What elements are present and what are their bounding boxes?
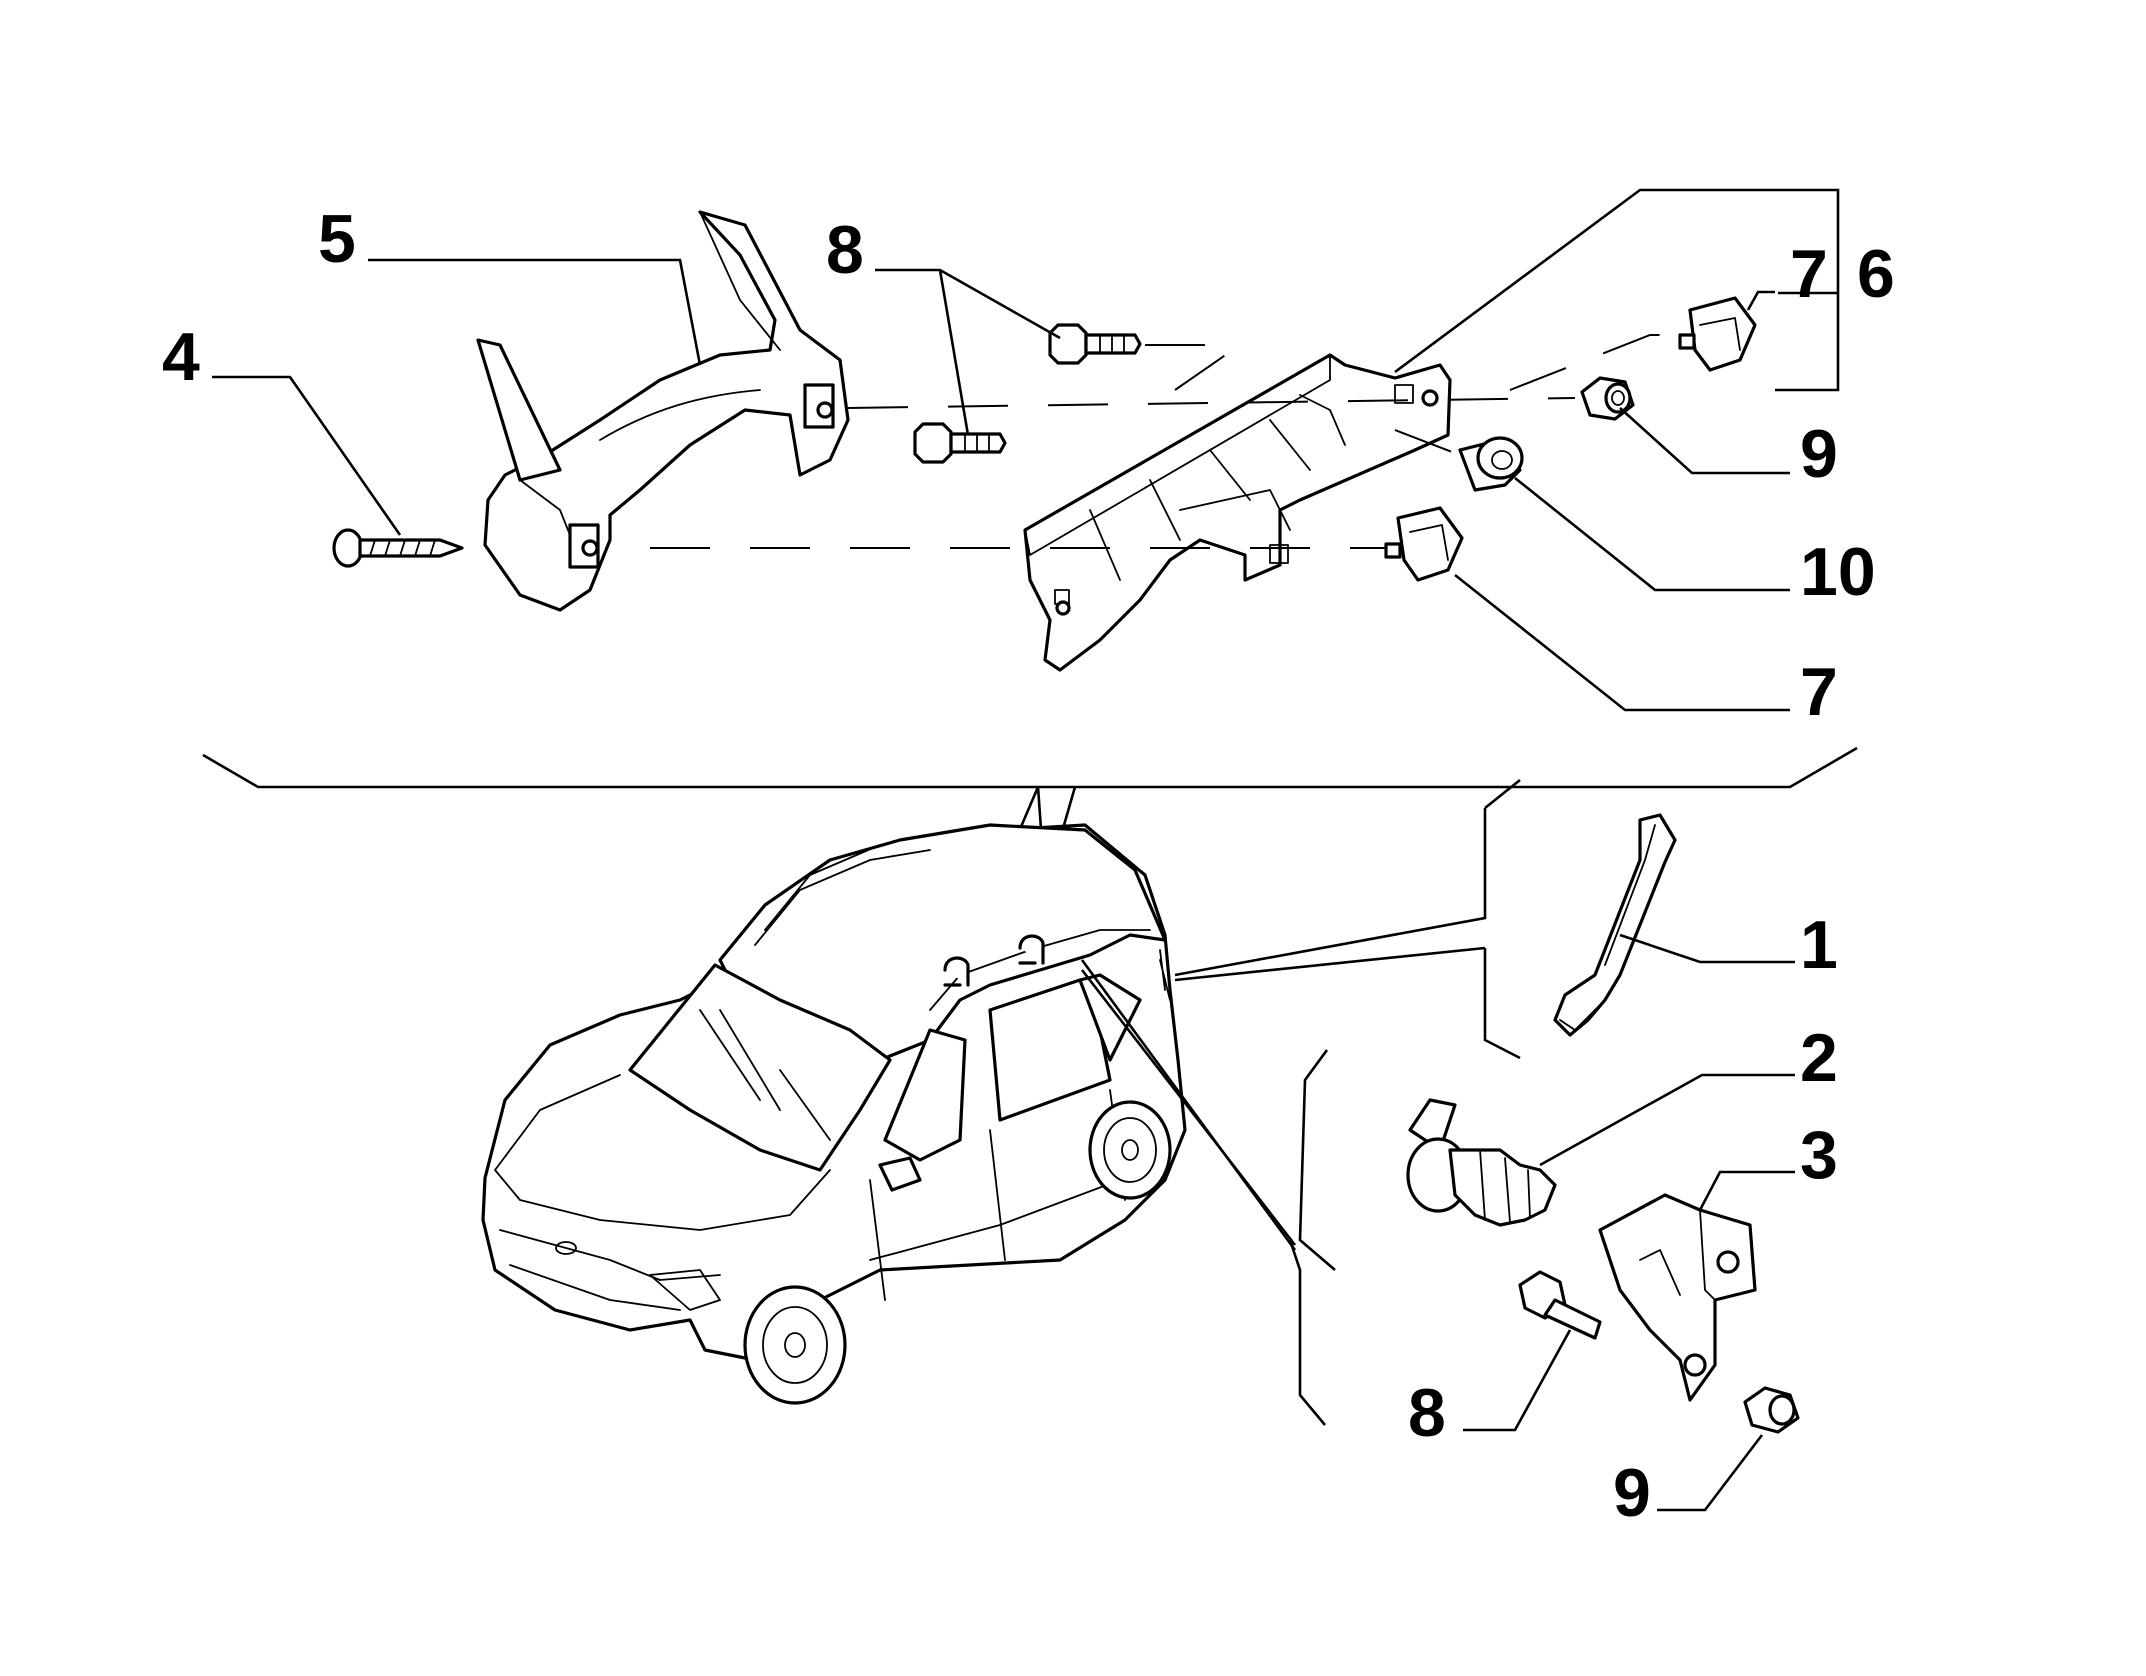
callout-9-top: 9 (1800, 416, 1838, 492)
part-1-strap (1553, 813, 1677, 1037)
car-illustration (481, 823, 1187, 1405)
callout-7-top: 7 (1790, 236, 1828, 312)
part-3-angle-bracket (1598, 1193, 1757, 1402)
callout-8-top: 8 (826, 212, 864, 288)
part-9-nut-bottom (1743, 1386, 1800, 1434)
part-5-bracket (476, 210, 850, 612)
part-8-bolt-bottom (1518, 1270, 1602, 1340)
callout-9-bottom: 9 (1613, 1455, 1651, 1531)
group-bracket-line (202, 746, 1858, 789)
callout-3: 3 (1800, 1117, 1838, 1193)
callout-10: 10 (1800, 534, 1876, 610)
callout-1: 1 (1800, 907, 1838, 983)
callout-5: 5 (318, 201, 356, 277)
part-9-nut-upper (1580, 376, 1635, 421)
part-6-mounting-bracket (1023, 353, 1452, 672)
callout-8-bottom: 8 (1408, 1375, 1446, 1451)
part-4-screw (332, 528, 464, 568)
assembly-dash-lines-top (650, 334, 1680, 549)
leader-lines-bottom (1080, 778, 1795, 1512)
callout-7-middle: 7 (1800, 654, 1838, 730)
callout-4: 4 (162, 319, 200, 395)
leader-lines-top (212, 188, 1840, 712)
part-8-bolt-lower (913, 422, 1007, 464)
part-7-clip-nut-lower (1384, 506, 1464, 582)
callout-6: 6 (1857, 236, 1895, 312)
part-2-push-clip (1406, 1098, 1557, 1227)
part-10-sleeve-nut (1458, 436, 1524, 492)
part-8-bolt-upper (1048, 323, 1142, 365)
part-7-clip-nut-upper (1678, 296, 1757, 372)
callout-2: 2 (1800, 1020, 1838, 1096)
